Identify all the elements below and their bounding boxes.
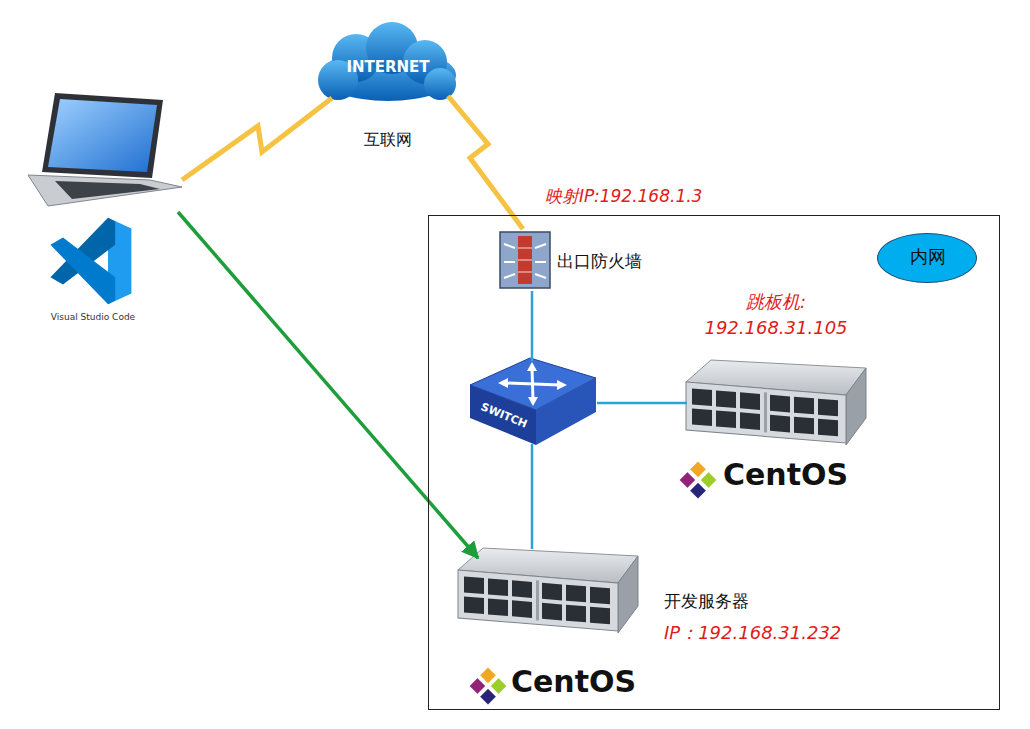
label-text: IP：192.168.31.232 (664, 622, 841, 644)
vscode-icon (50, 238, 115, 305)
firewall-icon (504, 261, 515, 263)
remote-access-arrow (178, 212, 478, 558)
label-text: INTERNET (346, 58, 429, 76)
label-text: 互联网 (364, 130, 412, 149)
firewall-icon (504, 274, 515, 278)
label-text: 出口防火墙 (557, 251, 642, 271)
network-cable (531, 444, 534, 549)
switch-icon (498, 378, 508, 388)
intranet-region: 内网出口防火墙SWITCH跳板机:192.168.31.105CentOS开发服… (428, 215, 1000, 710)
firewall-icon (500, 232, 550, 288)
laptop-icon (55, 181, 160, 199)
region-badge: 内网 (877, 233, 977, 283)
firewall-icon (518, 248, 532, 249)
switch-icon (532, 368, 533, 400)
label-text: 192.168.31.105 (704, 317, 847, 339)
firewall-icon (535, 244, 546, 248)
firewall-icon (518, 272, 532, 273)
label-text: CentOS (723, 457, 848, 493)
illustration-layer (675, 457, 720, 502)
firewall-icon (504, 244, 515, 248)
label-text: 跳板机: (746, 291, 806, 313)
network-cable (597, 402, 687, 405)
illustration-layer (465, 663, 510, 708)
firewall-icon (500, 232, 550, 288)
label-text: CentOS (511, 664, 636, 700)
label-text: SWITCH (479, 400, 529, 431)
dev-server-node: 开发服务器 IP：192.168.31.232CentOS (456, 546, 856, 706)
illustration-layer (686, 360, 866, 445)
label-text: 内网 (910, 246, 946, 268)
switch-icon (470, 385, 536, 445)
internet-cloud (318, 22, 456, 101)
laptop-icon (28, 175, 182, 206)
laptop-node: Visual Studio Code (20, 88, 180, 328)
firewall-icon (535, 274, 546, 278)
label-text: 开发服务器 (664, 591, 749, 611)
firewall-icon (518, 236, 532, 284)
label-text: Visual Studio Code (51, 312, 135, 323)
vscode-icon (50, 218, 131, 304)
firewall-node: 出口防火墙 (499, 229, 674, 291)
lightning-link (182, 98, 332, 180)
cloud-node: INTERNET 互联网 (310, 28, 470, 156)
network-cable (531, 291, 534, 361)
illustration-layer (458, 548, 638, 633)
lightning-link (448, 96, 523, 229)
switch-node: SWITCH (467, 353, 599, 448)
jump-server-node: 跳板机: 192.168.31.105CentOS (681, 289, 871, 506)
switch-icon (470, 358, 596, 445)
switch-icon (557, 380, 567, 390)
switch-icon (527, 362, 537, 371)
laptop-icon (28, 93, 182, 206)
firewall-icon (535, 261, 546, 263)
mapping-ip-label: 映射IP:192.168.1.3 (545, 186, 702, 206)
laptop-icon (42, 93, 163, 178)
switch-icon (536, 378, 596, 445)
laptop-icon (48, 99, 157, 172)
firewall-icon (518, 260, 532, 261)
switch-icon (528, 397, 538, 406)
